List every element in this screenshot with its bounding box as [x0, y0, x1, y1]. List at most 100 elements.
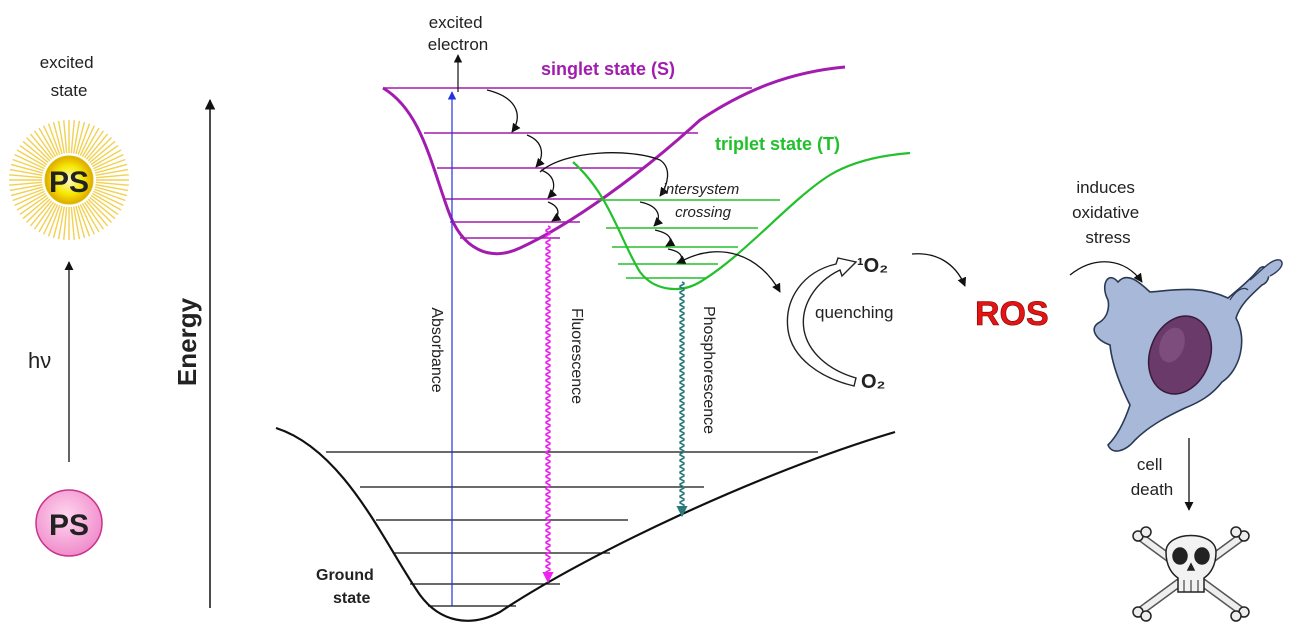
oxygen-to-ros-arrow — [911, 253, 967, 287]
triplet-state-label: triplet state (T) — [715, 134, 840, 154]
skull-crossbones-icon — [1132, 526, 1250, 622]
sun-ray — [16, 192, 46, 211]
ros-to-cell-arrow — [1069, 261, 1143, 283]
sun-ray — [94, 186, 128, 197]
ground-state-label: Ground state — [316, 567, 378, 607]
sun-ray — [34, 201, 55, 230]
sun-ray — [83, 201, 104, 230]
sun-ray — [26, 137, 51, 162]
sun-ray — [12, 188, 44, 202]
sun-ray — [94, 158, 126, 172]
fluorescence-wave — [545, 225, 551, 575]
sun-ray — [87, 137, 112, 162]
sun-ray — [90, 145, 119, 166]
sun-ray — [22, 196, 49, 220]
sun-ray — [94, 188, 126, 202]
sun-ray — [19, 145, 48, 166]
vibrational-relaxation-arrows — [486, 89, 687, 264]
sun-ray — [87, 198, 112, 223]
ground-state-well — [275, 426, 896, 622]
excited-ps-label: PS — [49, 166, 89, 199]
excited-state-label: excited state — [40, 53, 99, 100]
sun-ray — [70, 206, 75, 240]
sun-ray — [38, 203, 57, 233]
sun-ray — [29, 200, 53, 227]
sun-ray — [79, 204, 95, 235]
sun-ray — [79, 125, 95, 156]
sun-ray — [16, 149, 46, 168]
ground-ps-circle — [35, 489, 103, 557]
sun-ray — [10, 163, 44, 174]
sun-ray — [14, 154, 45, 170]
sun-ray — [72, 206, 81, 240]
sun-burst-icon — [9, 120, 129, 240]
absorbance-label: Absorbance — [428, 307, 445, 392]
sun-ray — [95, 174, 129, 179]
sun-ray — [38, 127, 57, 157]
sun-ray — [92, 149, 122, 168]
sun-ray — [29, 133, 53, 160]
excited-ps-core — [44, 155, 94, 205]
sun-ray — [34, 130, 55, 159]
sun-ray — [47, 205, 61, 237]
sun-ray — [77, 205, 91, 237]
sun-ray — [47, 123, 61, 155]
quenching-label: quenching — [815, 303, 893, 322]
singlet-oxygen-label: ¹O₂ — [857, 255, 888, 277]
energy-transfer-arrow — [679, 251, 781, 293]
sun-ray — [26, 198, 51, 223]
sun-ray — [19, 194, 48, 215]
excited-electron-label: excited electron — [428, 13, 488, 54]
intersystem-crossing-arrow — [539, 152, 669, 197]
sun-ray — [94, 163, 128, 174]
sun-ray — [43, 125, 59, 156]
sun-ray — [75, 121, 86, 155]
sun-ray — [81, 203, 100, 233]
sun-ray — [81, 127, 100, 157]
sun-ray — [85, 200, 109, 227]
sun-ray — [95, 168, 129, 177]
sun-ray — [12, 158, 44, 172]
sun-ray — [9, 181, 43, 186]
energy-axis-label: Energy — [172, 297, 202, 386]
induces-oxidative-stress-label: induces oxidative stress — [1072, 178, 1144, 247]
phosphorescence-wave — [679, 281, 685, 509]
sun-ray — [95, 181, 129, 186]
phosphorescence-label: Phosphorescence — [700, 306, 717, 434]
ros-label: ROS — [975, 295, 1049, 333]
cell-death-label: cell death — [1131, 455, 1174, 499]
singlet-state-well — [382, 65, 846, 256]
sun-ray — [95, 183, 129, 192]
sun-ray — [83, 130, 104, 159]
sun-ray — [70, 120, 75, 154]
sun-ray — [43, 204, 59, 235]
sun-ray — [89, 140, 116, 164]
sun-ray — [52, 205, 63, 239]
sun-ray — [63, 206, 68, 240]
sun-ray — [72, 120, 81, 154]
sun-ray — [57, 120, 66, 154]
sun-ray — [14, 190, 45, 206]
sun-ray — [75, 205, 86, 239]
quenching-cycle-arrow — [786, 257, 858, 387]
sun-ray — [85, 133, 109, 160]
fluorescence-label: Fluorescence — [568, 308, 585, 404]
sun-ray — [77, 123, 91, 155]
sun-ray — [9, 183, 43, 192]
hv-label: hν — [28, 348, 51, 373]
triplet-state-well — [572, 151, 911, 291]
sun-ray — [9, 168, 43, 177]
oxygen-label: O₂ — [861, 371, 885, 393]
sun-ray — [9, 174, 43, 179]
sun-ray — [22, 140, 49, 164]
intersystem-crossing-label: intersystem crossing — [663, 181, 744, 221]
sun-ray — [57, 206, 66, 240]
sun-ray — [89, 196, 116, 220]
sun-ray — [52, 121, 63, 155]
sun-ray — [93, 154, 124, 170]
sun-ray — [90, 194, 119, 215]
ground-ps-label: PS — [49, 509, 89, 542]
sun-ray — [93, 190, 124, 206]
sun-ray — [92, 192, 122, 211]
